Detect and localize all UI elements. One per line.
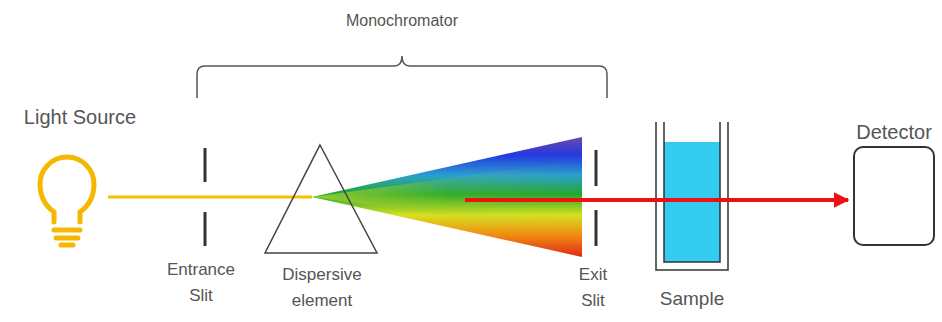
exit-slit-label: Exit Slit [567, 262, 619, 314]
dispersive-element-label: Dispersive element [274, 262, 370, 314]
cuvette [656, 122, 728, 270]
node-heading: Detector [856, 121, 932, 144]
selected-wavelength-beam [465, 198, 848, 202]
dispersed-spectrum [312, 137, 582, 257]
white-light-beam [108, 196, 312, 199]
prism [265, 145, 377, 253]
entrance-slit-label: Entrance Slit [160, 257, 242, 309]
light-bulb [40, 157, 94, 245]
entrance-slit [204, 148, 207, 246]
light-source-label: Light Source [5, 104, 155, 130]
monochromator-label: Monochromator [302, 8, 502, 34]
detector-box: Detector [853, 146, 935, 246]
monochromator-bracket [197, 56, 607, 98]
spectrum-center-glow [312, 160, 582, 234]
sample-label: Sample [642, 286, 742, 312]
